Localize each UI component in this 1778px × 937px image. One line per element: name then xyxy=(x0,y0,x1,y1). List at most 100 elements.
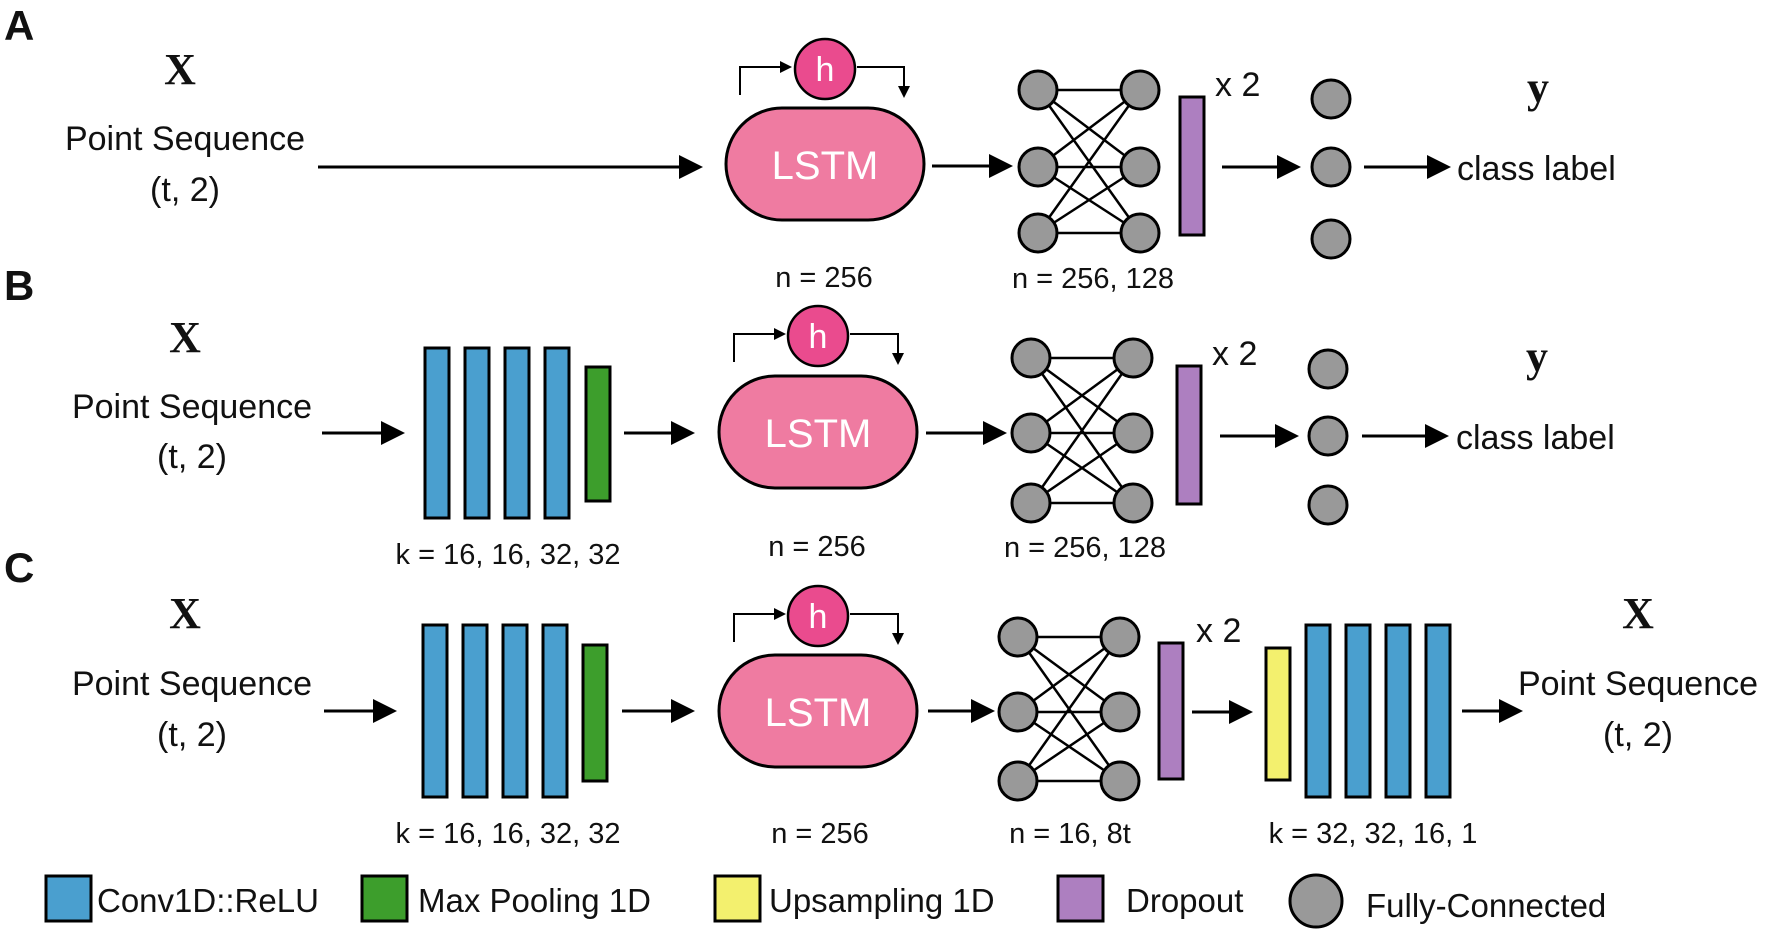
output-nodes-a-node xyxy=(1310,78,1352,120)
dense-network-a-node xyxy=(1017,212,1059,254)
conv-stack-b xyxy=(423,346,571,520)
repeat-label-c: x 2 xyxy=(1196,612,1241,650)
dense-network-a-edge xyxy=(1036,89,1142,234)
dense-network-a-node xyxy=(1017,69,1059,111)
dense-network-b-node xyxy=(1010,482,1052,524)
legend-label-fc: Fully-Connected xyxy=(1366,887,1606,924)
legend-item-fc: Fully-Connected xyxy=(1288,873,1606,929)
conv-kernels-b: k = 16, 16, 32, 32 xyxy=(396,539,621,571)
legend-item-pool: Max Pooling 1D xyxy=(360,874,651,923)
lstm-block-a xyxy=(724,106,926,222)
dense-network-b-node xyxy=(1112,412,1154,454)
lstm-label-a: LSTM xyxy=(772,144,879,188)
pool-block-b xyxy=(584,365,612,503)
hidden-state-loop-a: h xyxy=(739,37,910,101)
conv-layer-b-2 xyxy=(463,346,491,520)
input-var-a: X xyxy=(164,45,196,94)
output-var-a: y xyxy=(1527,63,1549,112)
lstm-block-b xyxy=(717,374,919,490)
output-name-b: class label xyxy=(1456,419,1615,457)
deconv-kernels-c: k = 32, 32, 16, 1 xyxy=(1269,818,1478,850)
hidden-label-c: h xyxy=(809,598,828,636)
dense-network-c-node xyxy=(997,691,1039,733)
deconv-layer-c-2 xyxy=(1344,623,1372,799)
conv-stack-c xyxy=(421,623,569,799)
legend-swatch-conv xyxy=(44,874,93,923)
input-name-b: Point Sequence xyxy=(72,388,312,426)
conv-layer-b-3 xyxy=(503,346,531,520)
lstm-units-b: n = 256 xyxy=(768,531,866,563)
lstm-label-c: LSTM xyxy=(765,691,872,735)
dense-network-c-node xyxy=(997,760,1039,802)
repeat-label-b: x 2 xyxy=(1212,335,1257,373)
dense-network-a-node xyxy=(1119,69,1161,111)
dropout-block-c xyxy=(1157,641,1185,781)
dense-units-a: n = 256, 128 xyxy=(1012,263,1174,295)
dense-network-c xyxy=(997,616,1141,802)
output-nodes-b-node xyxy=(1307,415,1349,457)
deconv-layer-c-4 xyxy=(1424,623,1452,799)
panel-letter-c: C xyxy=(4,544,34,591)
output-nodes-b xyxy=(1307,348,1349,526)
legend-label-upsample: Upsampling 1D xyxy=(769,882,995,919)
conv-layer-c-1 xyxy=(421,623,449,799)
dense-network-c-node xyxy=(997,616,1039,658)
dense-network-a xyxy=(1017,69,1161,254)
legend-label-dropout: Dropout xyxy=(1126,882,1243,919)
panel-c: C X Point Sequence (t, 2) k = 16, 16, 32… xyxy=(4,544,1758,850)
repeat-label-a: x 2 xyxy=(1215,66,1260,104)
lstm-units-a: n = 256 xyxy=(775,262,873,294)
dense-network-c-node xyxy=(1099,616,1141,658)
legend-swatch-fc xyxy=(1288,873,1344,929)
dense-network-b-node xyxy=(1112,482,1154,524)
output-var-c: X xyxy=(1622,589,1654,638)
dense-network-a-node xyxy=(1017,146,1059,188)
output-name-a: class label xyxy=(1457,150,1616,188)
dense-network-b xyxy=(1010,337,1154,524)
panel-letter-a: A xyxy=(4,2,34,49)
output-nodes-a-node xyxy=(1310,146,1352,188)
conv-layer-b-4 xyxy=(543,346,571,520)
dense-network-a-edge xyxy=(1037,89,1141,168)
panel-a: A X Point Sequence (t, 2) h LSTM n = 256… xyxy=(4,2,1616,295)
hidden-label-b: h xyxy=(809,318,828,356)
legend-label-conv: Conv1D::ReLU xyxy=(97,882,319,919)
input-shape-c: (t, 2) xyxy=(157,716,227,754)
dense-network-a-node xyxy=(1119,212,1161,254)
dense-units-c: n = 16, 8t xyxy=(1009,818,1131,850)
dense-network-c-edge xyxy=(1017,710,1121,783)
pool-block-c xyxy=(581,643,609,783)
output-name-c: Point Sequence xyxy=(1518,665,1758,703)
lstm-units-c: n = 256 xyxy=(771,818,869,850)
dense-network-b-edge xyxy=(1029,357,1135,504)
conv-layer-b-1 xyxy=(423,346,451,520)
dense-network-b-node xyxy=(1010,337,1052,379)
legend-swatch-upsample xyxy=(713,874,762,923)
panel-b: B X Point Sequence (t, 2) k = 16, 16, 32… xyxy=(4,262,1615,571)
dense-network-b-edge xyxy=(1030,431,1134,505)
legend-swatch-pool xyxy=(360,874,409,923)
dense-units-b: n = 256, 128 xyxy=(1004,532,1166,564)
lstm-label-b: LSTM xyxy=(765,412,872,456)
conv-layer-c-2 xyxy=(461,623,489,799)
output-nodes-b-node xyxy=(1307,484,1349,526)
upsample-block-c xyxy=(1264,646,1292,782)
output-shape-c: (t, 2) xyxy=(1603,716,1673,754)
hidden-state-c xyxy=(786,584,850,648)
input-name-c: Point Sequence xyxy=(72,665,312,703)
hidden-state-a xyxy=(793,37,857,101)
conv-kernels-c: k = 16, 16, 32, 32 xyxy=(396,818,621,850)
input-var-c: X xyxy=(169,589,201,638)
hidden-state-loop-c: h xyxy=(733,584,904,648)
output-nodes-b-node xyxy=(1307,348,1349,390)
input-var-b: X xyxy=(169,313,201,362)
legend-label-pool: Max Pooling 1D xyxy=(418,882,651,919)
output-var-b: y xyxy=(1526,332,1548,381)
dense-network-b-node xyxy=(1010,412,1052,454)
conv-layer-c-3 xyxy=(501,623,529,799)
hidden-state-b xyxy=(786,304,850,368)
input-name-a: Point Sequence xyxy=(65,120,305,158)
dense-network-b-edge xyxy=(1030,356,1134,435)
output-nodes-a-node xyxy=(1310,218,1352,260)
